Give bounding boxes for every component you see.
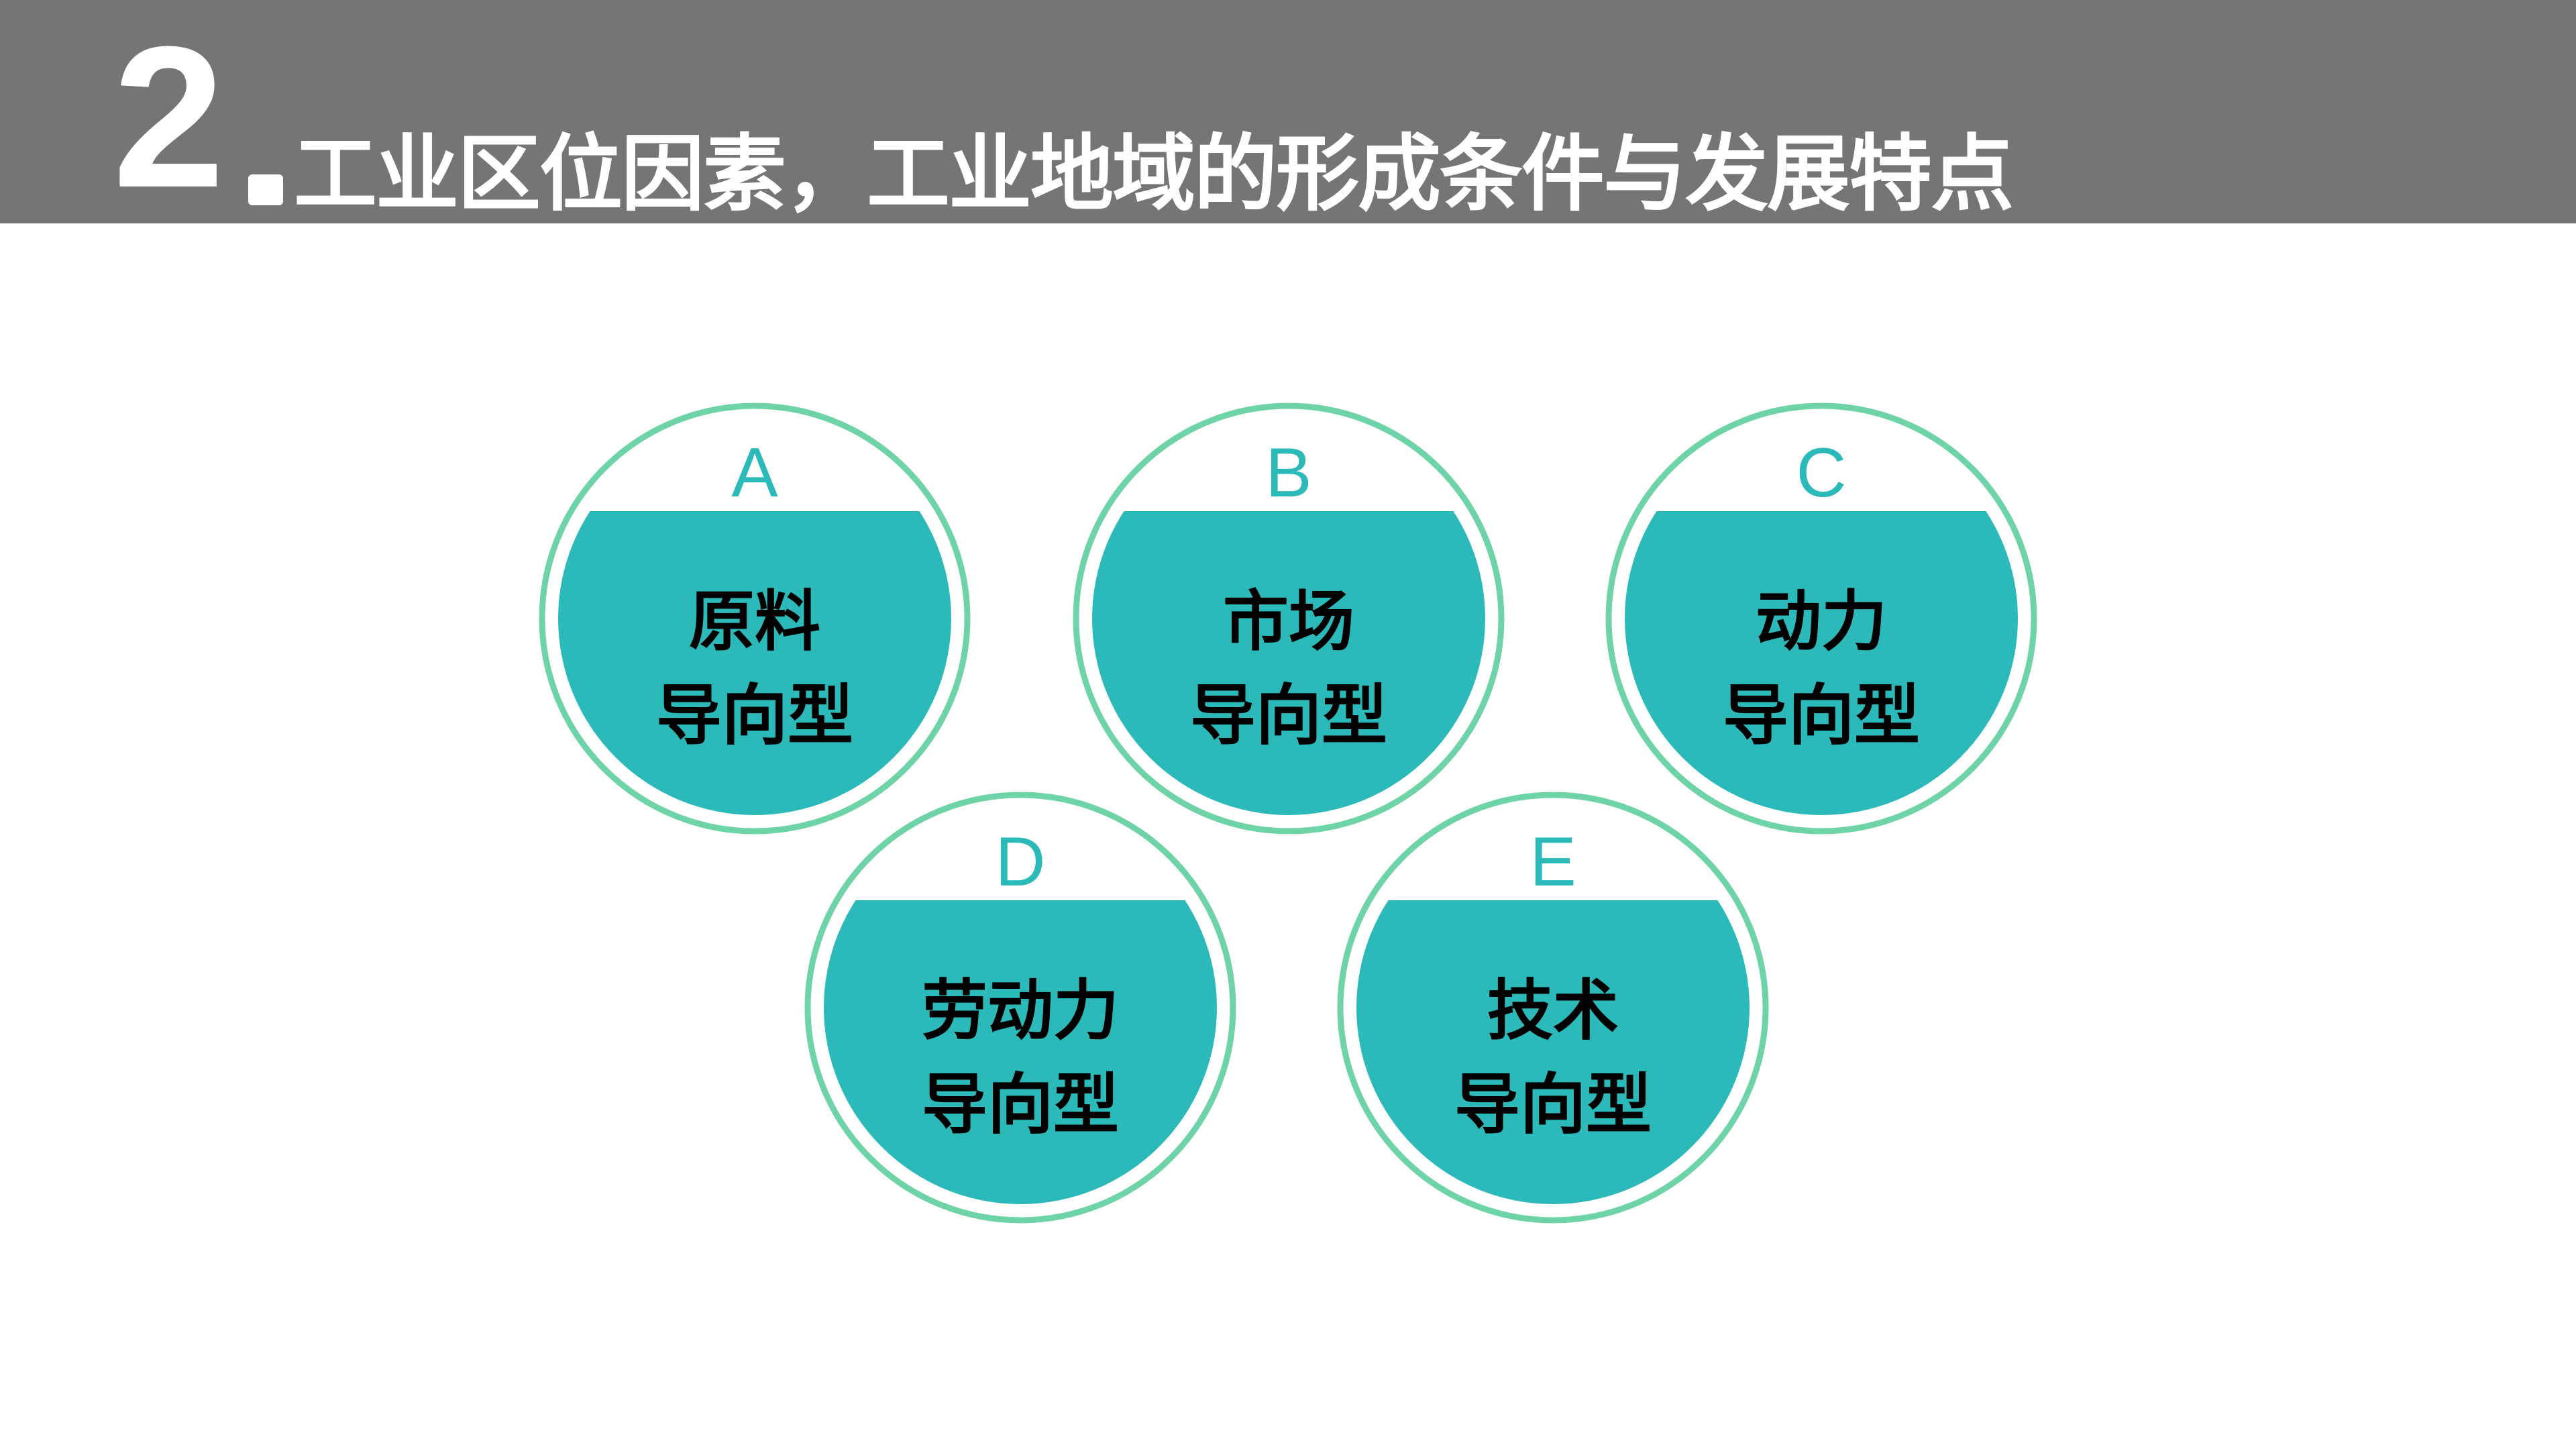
circle-label-line1: 动力 xyxy=(1756,584,1887,660)
circle-letter: C xyxy=(1796,434,1846,512)
circle-fill xyxy=(1092,511,1485,815)
circle-ring xyxy=(1337,792,1769,1224)
slide-title: 工业区位因素，工业地域的形成条件与发展特点 xyxy=(294,126,2014,223)
circle-fill xyxy=(558,511,951,815)
section-number: 2 xyxy=(113,4,225,229)
circle-label-line1: 技术 xyxy=(1487,973,1619,1049)
circle-label-line1: 劳动力 xyxy=(922,973,1119,1049)
section-number-dot xyxy=(248,174,283,205)
circle-fill xyxy=(1625,511,2018,815)
factor-circle-a: A 原料 导向型 xyxy=(539,402,971,835)
factor-circle-c: C 动力 导向型 xyxy=(1605,402,2037,835)
circle-label-line2: 导向型 xyxy=(656,678,853,754)
circle-fill xyxy=(1356,900,1750,1204)
circle-letter: B xyxy=(1265,434,1311,512)
header-bar xyxy=(0,0,2576,223)
circle-fill xyxy=(824,900,1217,1204)
circle-letter: D xyxy=(995,823,1045,901)
circle-ring xyxy=(1605,402,2037,835)
circle-label-line1: 市场 xyxy=(1223,584,1354,660)
circle-label-line2: 导向型 xyxy=(1190,678,1387,754)
circle-ring xyxy=(1073,402,1505,835)
circle-label-line2: 导向型 xyxy=(1454,1067,1652,1143)
circle-label-line2: 导向型 xyxy=(922,1067,1119,1143)
circle-letter: A xyxy=(731,434,778,512)
circle-letter: E xyxy=(1529,823,1576,901)
circle-label-line2: 导向型 xyxy=(1723,678,1920,754)
factor-circle-d: D 劳动力 导向型 xyxy=(804,792,1236,1224)
circle-label-line1: 原料 xyxy=(689,584,820,660)
factor-circle-e: E 技术 导向型 xyxy=(1337,792,1769,1224)
circle-ring xyxy=(539,402,971,835)
circle-ring xyxy=(804,792,1236,1224)
factor-circle-b: B 市场 导向型 xyxy=(1073,402,1505,835)
